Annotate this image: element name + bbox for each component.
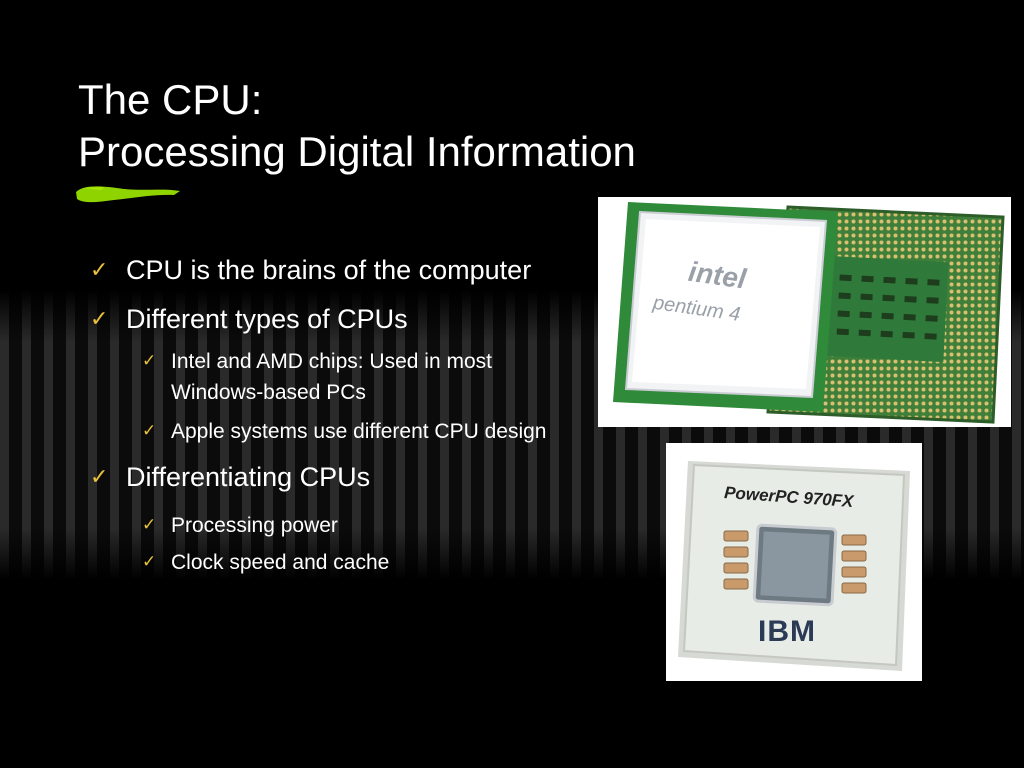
sub-bullet-text: Apple systems use different CPU design <box>171 420 547 443</box>
ibm-logo-text: IBM <box>758 615 816 648</box>
bullet-item: ✓ Different types of CPUs <box>90 297 560 342</box>
sub-bullet-text: Clock speed and cache <box>171 551 390 574</box>
checkmark-icon: ✓ <box>90 465 109 490</box>
bullet-list: ✓ CPU is the brains of the computer ✓ Di… <box>90 248 560 584</box>
bullet-text: CPU is the brains of the computer <box>126 255 532 285</box>
checkmark-icon: ✓ <box>142 515 157 535</box>
bullet-item: ✓ CPU is the brains of the computer <box>90 248 560 293</box>
checkmark-icon: ✓ <box>142 421 157 441</box>
checkmark-icon: ✓ <box>142 351 157 371</box>
green-brush-stroke <box>76 186 180 203</box>
slide-title: The CPU: Processing Digital Information <box>78 74 636 178</box>
bullet-text: Differentiating CPUs <box>126 462 371 492</box>
bullet-text: Different types of CPUs <box>126 304 408 334</box>
ibm-powerpc-image: PowerPC 970FX IBM <box>666 443 922 681</box>
sub-bullet-item: ✓ Apple systems use different CPU design <box>90 416 560 447</box>
sub-bullet-text: Processing power <box>171 514 338 537</box>
checkmark-icon: ✓ <box>90 258 109 283</box>
checkmark-icon: ✓ <box>142 552 157 572</box>
sub-bullet-text: Intel and AMD chips: Used in most Window… <box>171 350 492 404</box>
sub-bullet-item: ✓ Processing power <box>90 510 560 541</box>
sub-bullet-item: ✓ Clock speed and cache <box>90 547 560 578</box>
sub-bullet-item: ✓ Intel and AMD chips: Used in most Wind… <box>90 346 560 408</box>
checkmark-icon: ✓ <box>90 307 109 332</box>
intel-pentium4-image: intel pentium 4 <box>598 197 1011 427</box>
title-line-2: Processing Digital Information <box>78 128 636 175</box>
bullet-item: ✓ Differentiating CPUs <box>90 455 560 500</box>
title-line-1: The CPU: <box>78 76 263 123</box>
